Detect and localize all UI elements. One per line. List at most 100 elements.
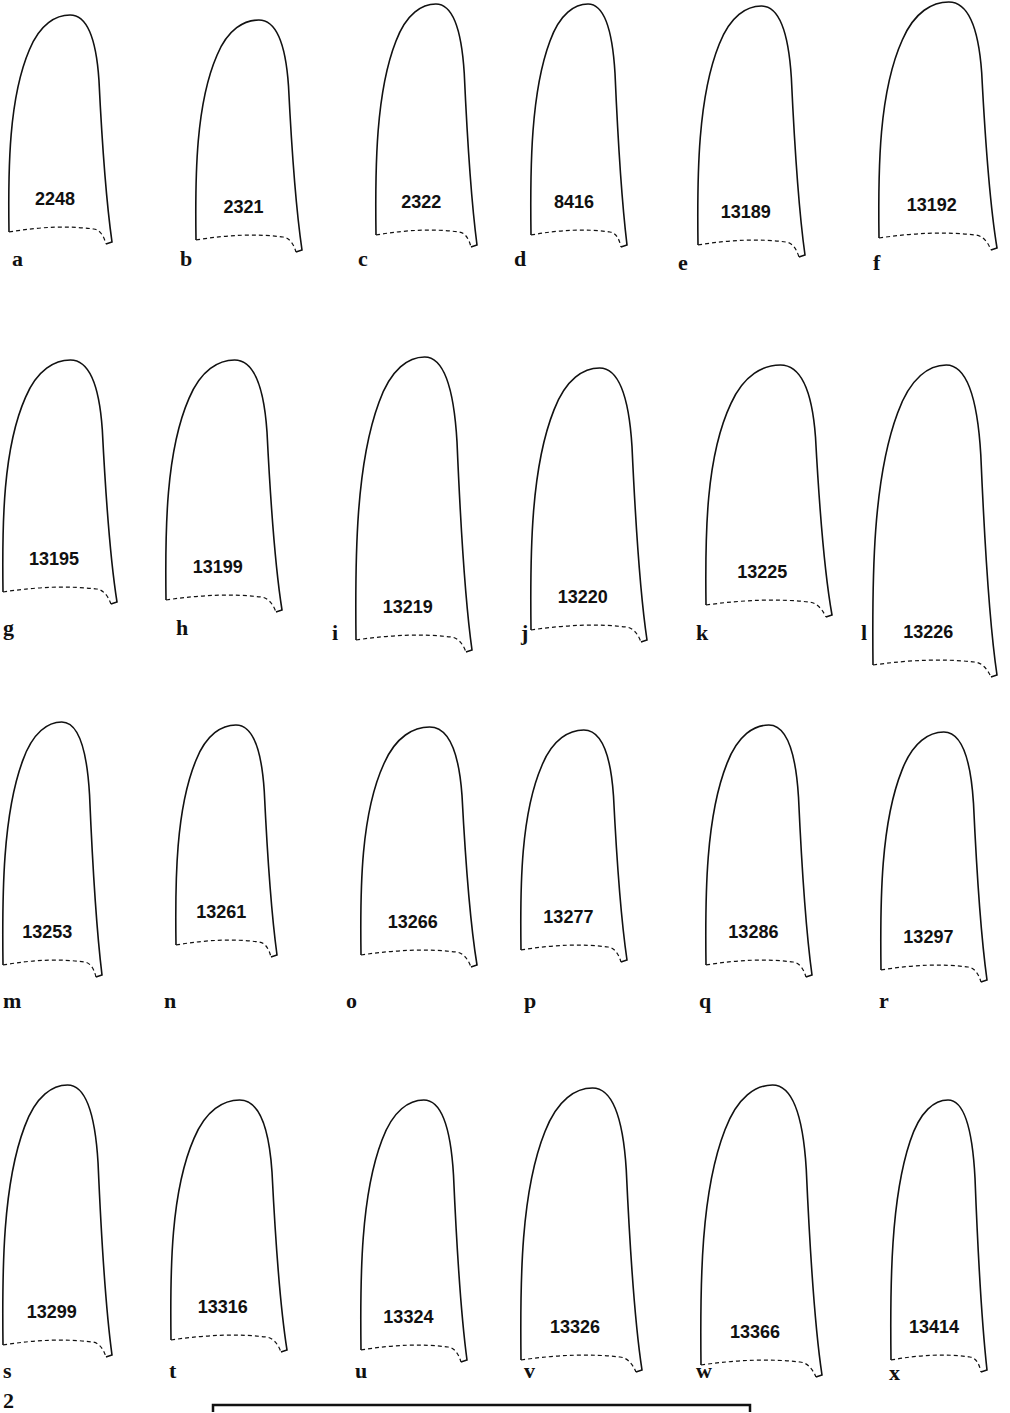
- tooth-crown-line: [3, 722, 102, 977]
- tooth-crown-line: [166, 360, 282, 612]
- tooth-outline: 13225: [705, 365, 835, 619]
- tooth-base-line: [3, 587, 111, 604]
- tooth-outline-drawing: [697, 6, 808, 259]
- tooth-outline-drawing: [175, 725, 280, 959]
- tooth-base-line: [873, 660, 991, 677]
- panel-letter: n: [164, 990, 176, 1012]
- tooth-outline: 13297: [880, 732, 990, 984]
- tooth-base-line: [361, 950, 471, 967]
- tooth-base-line: [3, 960, 96, 977]
- specimen-number: 13189: [721, 203, 771, 221]
- specimen-number: 13266: [388, 913, 438, 931]
- panel-letter: x: [889, 1362, 900, 1384]
- tooth-outline: 13266: [360, 727, 480, 969]
- tooth-crown-line: [873, 365, 997, 677]
- tooth-outline-drawing: [375, 4, 480, 249]
- tooth-outline: 13195: [2, 360, 120, 606]
- tooth-crown-line: [531, 368, 647, 642]
- panel-letter: q: [699, 990, 711, 1012]
- tooth-crown-line: [3, 360, 117, 604]
- tooth-outline: 13326: [520, 1088, 645, 1374]
- specimen-number: 13226: [903, 623, 953, 641]
- specimen-number: 13366: [730, 1323, 780, 1341]
- tooth-crown-line: [361, 1100, 467, 1362]
- tooth-base-line: [9, 227, 106, 244]
- tooth-outline: 8416: [530, 4, 630, 249]
- tooth-base-line: [701, 1360, 816, 1377]
- tooth-base-line: [521, 1355, 636, 1372]
- tooth-crown-line: [879, 2, 997, 250]
- panel-letter: a: [12, 248, 23, 270]
- specimen-number: 13414: [909, 1318, 959, 1336]
- scale-bar: [213, 1405, 750, 1412]
- specimen-number: 2248: [35, 190, 75, 208]
- specimen-number: 13225: [737, 563, 787, 581]
- panel-letter: i: [332, 622, 338, 644]
- tooth-base-line: [891, 1355, 981, 1372]
- specimen-number: 13316: [198, 1298, 248, 1316]
- tooth-crown-line: [376, 4, 477, 247]
- panel-letter: p: [524, 990, 536, 1012]
- specimen-number: 13324: [383, 1308, 433, 1326]
- panel-letter: v: [524, 1360, 535, 1382]
- tooth-outline: 13220: [530, 368, 650, 644]
- panel-letter: o: [346, 990, 357, 1012]
- tooth-base-line: [196, 235, 296, 252]
- tooth-crown-line: [531, 4, 627, 247]
- panel-letter: r: [879, 990, 889, 1012]
- tooth-crown-line: [3, 1085, 112, 1357]
- tooth-base-line: [706, 600, 826, 617]
- specimen-number: 2322: [401, 193, 441, 211]
- tooth-outline: 2248: [8, 15, 115, 246]
- panel-letter: c: [358, 248, 368, 270]
- panel-letter: d: [514, 248, 526, 270]
- tooth-crown-line: [706, 365, 832, 617]
- tooth-outline-drawing: [8, 15, 115, 246]
- panel-letter: k: [696, 622, 708, 644]
- tooth-base-line: [176, 940, 271, 957]
- tooth-outline: 13253: [2, 722, 105, 979]
- tooth-outline-drawing: [360, 727, 480, 969]
- specimen-number: 2321: [223, 198, 263, 216]
- tooth-base-line: [531, 230, 621, 247]
- panel-letter: u: [355, 1360, 367, 1382]
- panel-letter: e: [678, 252, 688, 274]
- tooth-base-line: [361, 1345, 461, 1362]
- tooth-outline: 13226: [872, 365, 1000, 679]
- tooth-crown-line: [196, 20, 302, 252]
- panel-letter: s: [3, 1360, 12, 1382]
- specimen-number: 13277: [543, 908, 593, 926]
- tooth-outline: 13219: [355, 357, 475, 654]
- specimen-number: 13192: [907, 196, 957, 214]
- tooth-outline-drawing: [530, 4, 630, 249]
- specimen-number: 13219: [383, 598, 433, 616]
- tooth-crown-line: [361, 727, 477, 967]
- tooth-base-line: [3, 1340, 106, 1357]
- specimen-number: 13199: [193, 558, 243, 576]
- specimen-number: 13195: [29, 550, 79, 568]
- tooth-base-line: [881, 965, 981, 982]
- tooth-outline: 13199: [165, 360, 285, 614]
- tooth-crown-line: [701, 1085, 822, 1377]
- panel-letter: j: [521, 622, 528, 644]
- tooth-crown-line: [171, 1100, 287, 1352]
- tooth-base-line: [521, 945, 621, 962]
- tooth-crown-line: [521, 730, 627, 962]
- specimen-number: 13286: [728, 923, 778, 941]
- tooth-outline: 2321: [195, 20, 305, 254]
- tooth-outline-drawing: [195, 20, 305, 254]
- tooth-outline: 13366: [700, 1085, 825, 1379]
- tooth-outline: 13189: [697, 6, 808, 259]
- panel-letter: h: [176, 617, 188, 639]
- figure-number: 2: [3, 1390, 14, 1412]
- tooth-outline: 13286: [705, 725, 815, 979]
- tooth-outline: 13277: [520, 730, 630, 964]
- specimen-number: 13220: [558, 588, 608, 606]
- panel-letter: m: [3, 990, 21, 1012]
- tooth-crown-line: [176, 725, 277, 957]
- specimen-number: 13297: [903, 928, 953, 946]
- panel-letter: g: [3, 617, 14, 639]
- tooth-base-line: [706, 960, 806, 977]
- tooth-outline: 13299: [2, 1085, 115, 1359]
